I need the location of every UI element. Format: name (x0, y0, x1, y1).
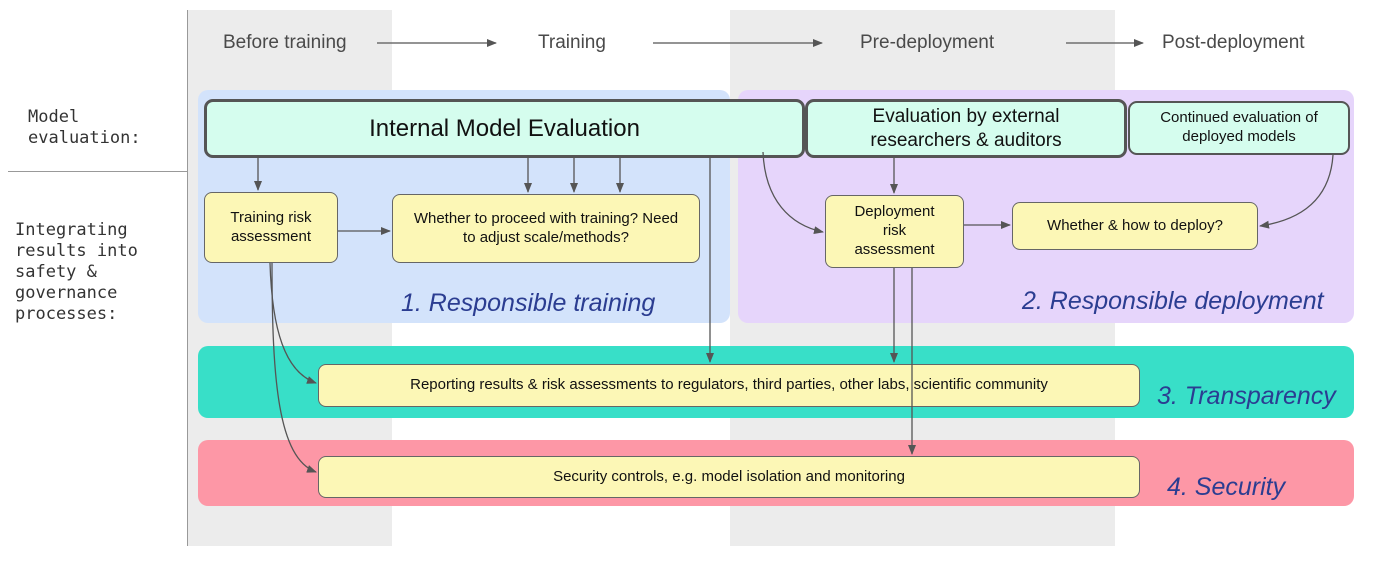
integrating-results-label: Integrating results into safety & govern… (15, 220, 138, 324)
side-divider (8, 171, 187, 172)
security-controls-box: Security controls, e.g. model isolation … (318, 456, 1140, 498)
internal-model-evaluation-box: Internal Model Evaluation (204, 99, 805, 158)
proceed-with-training-box: Whether to proceed with training? Need t… (392, 194, 700, 263)
external-evaluation-box: Evaluation by external researchers & aud… (805, 99, 1127, 158)
responsible-deployment-label: 2. Responsible deployment (1022, 287, 1324, 315)
reporting-results-box: Reporting results & risk assessments to … (318, 364, 1140, 407)
training-risk-assessment-box: Training risk assessment (204, 192, 338, 263)
stage-training: Training (538, 32, 606, 53)
stage-pre-deployment: Pre-deployment (860, 32, 995, 53)
stage-before-training: Before training (223, 32, 347, 53)
whether-how-to-deploy-box: Whether & how to deploy? (1012, 202, 1258, 250)
security-label: 4. Security (1167, 473, 1286, 501)
model-evaluation-label: Model evaluation: (28, 107, 141, 148)
stage-post-deployment: Post-deployment (1162, 32, 1305, 53)
responsible-training-label: 1. Responsible training (401, 289, 656, 317)
left-axis-line (187, 10, 188, 546)
continued-evaluation-box: Continued evaluation of deployed models (1128, 101, 1350, 155)
transparency-label: 3. Transparency (1157, 382, 1336, 410)
deployment-risk-assessment-box: Deployment risk assessment (825, 195, 964, 268)
